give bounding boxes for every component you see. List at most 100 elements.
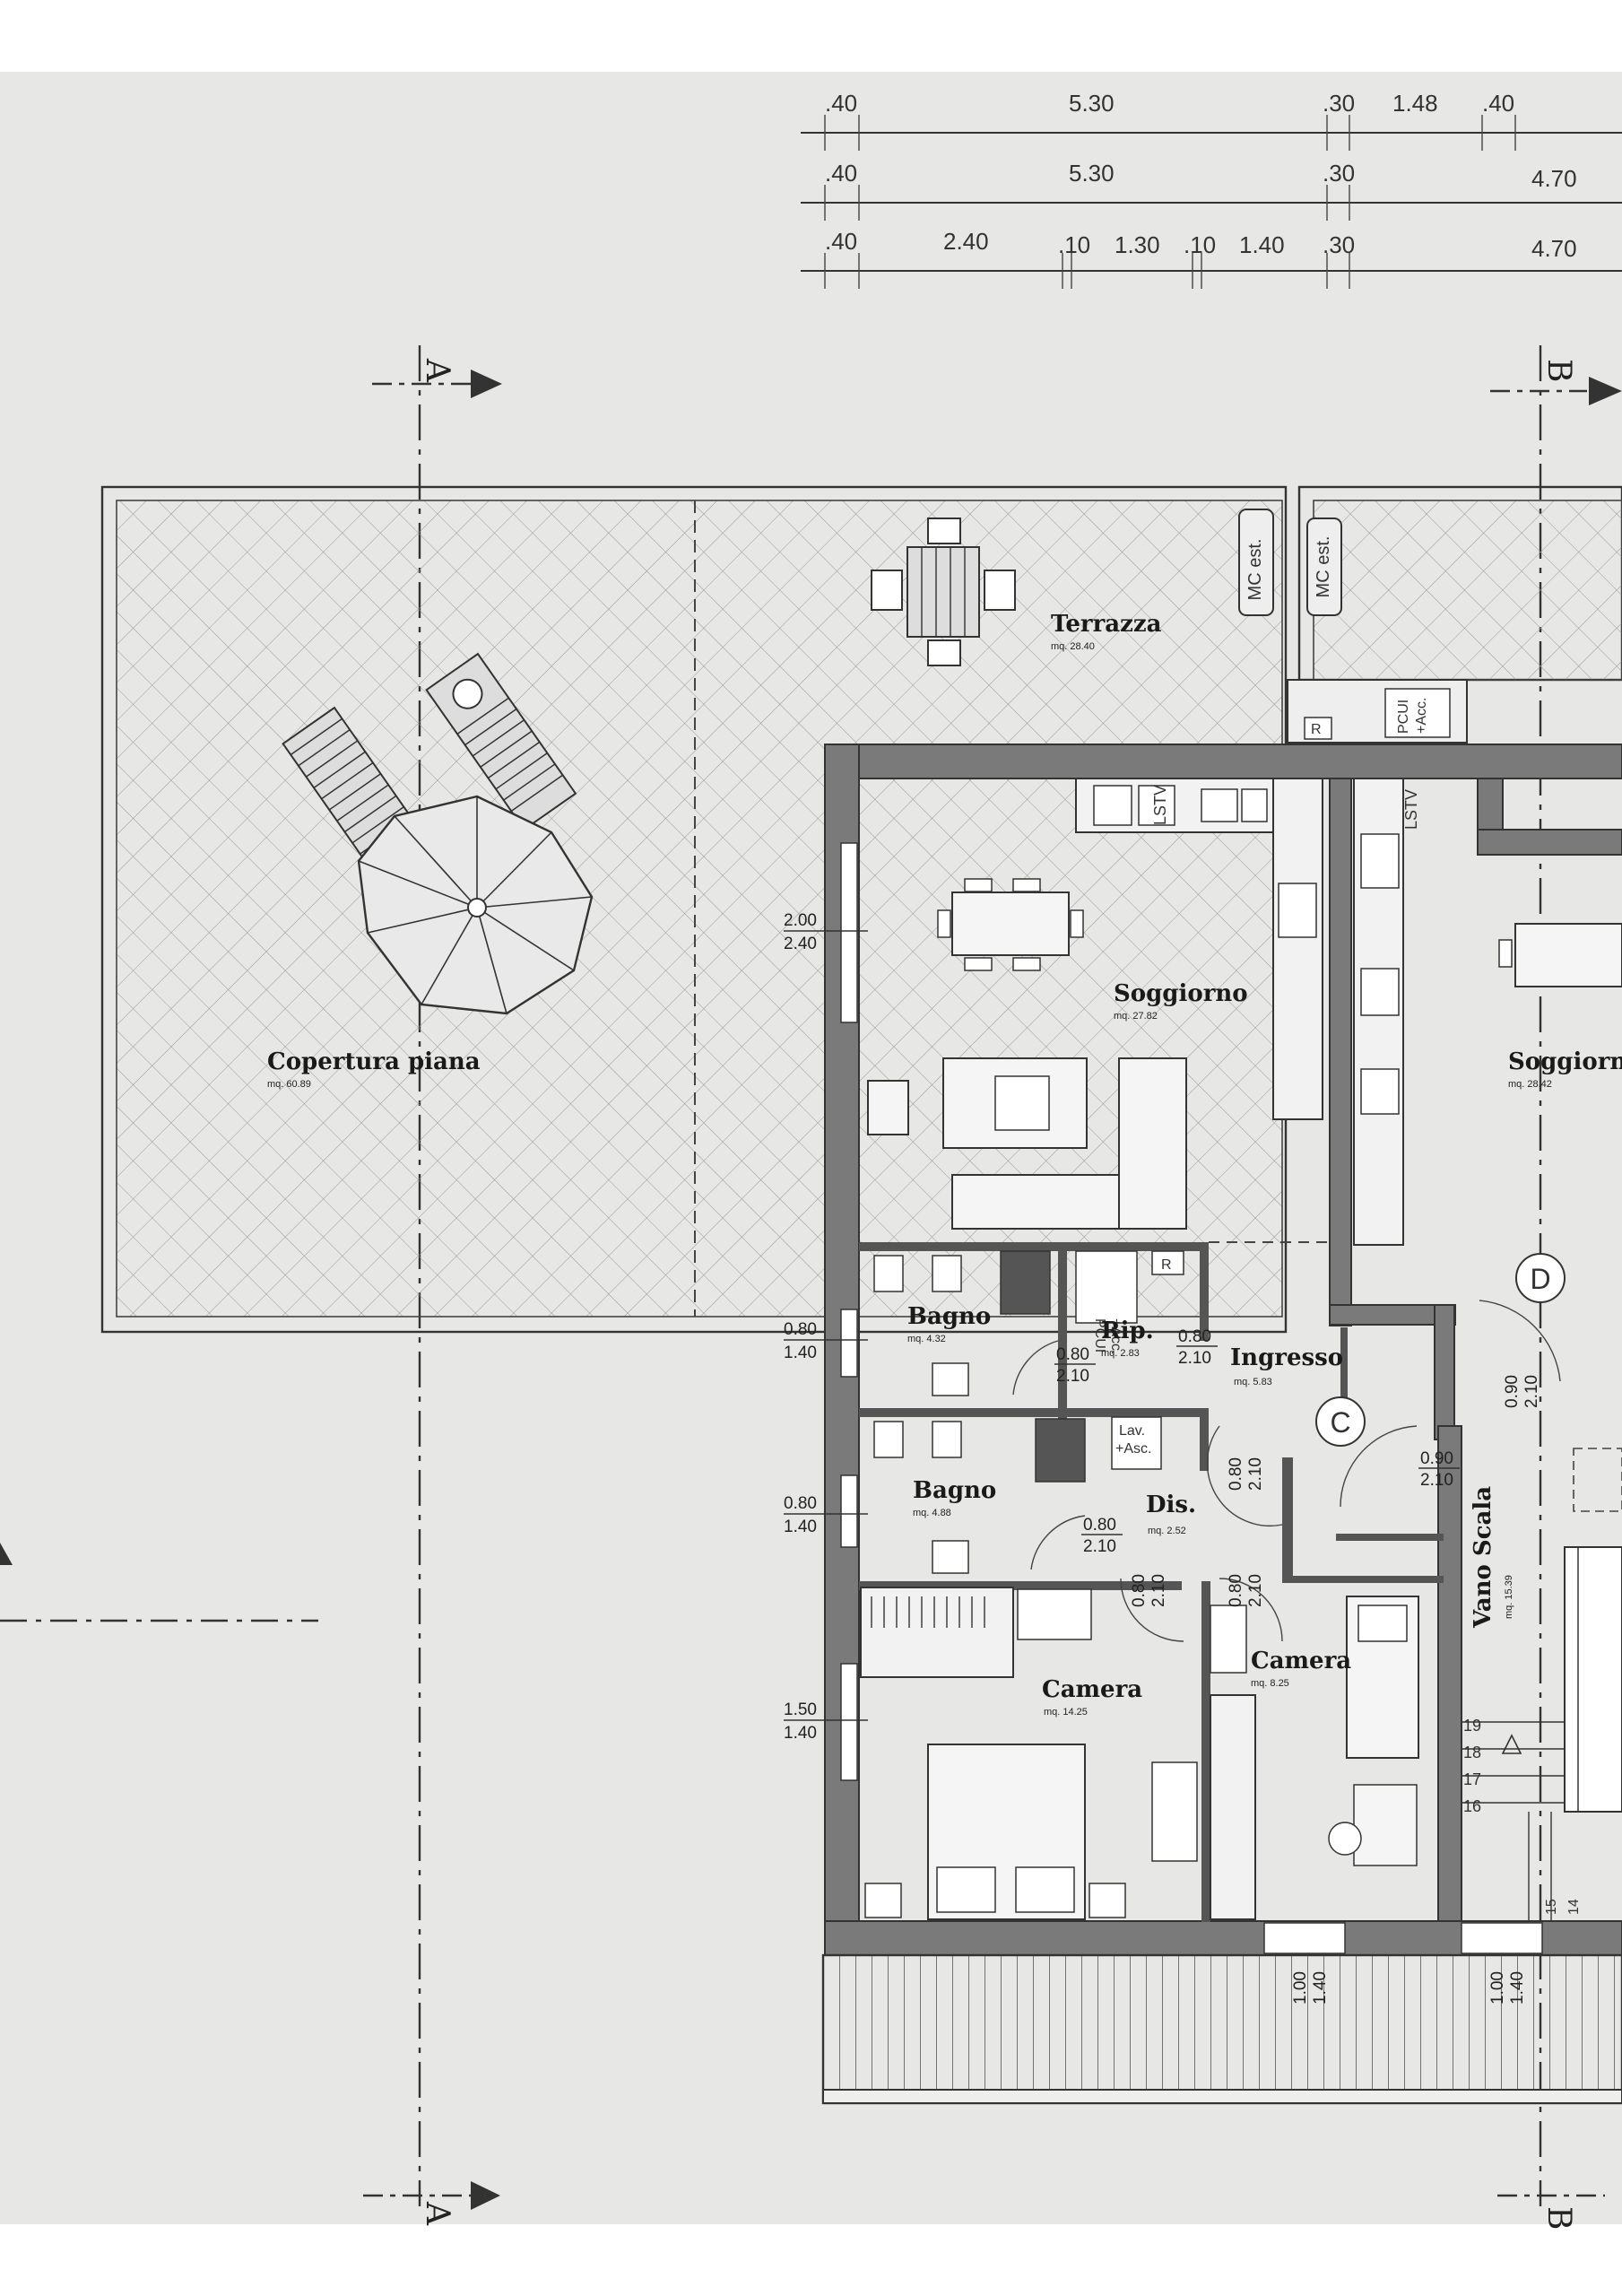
d-vano-top: 0.90 xyxy=(1420,1449,1453,1468)
d-ing-bot: 2.10 xyxy=(1178,1349,1211,1368)
w1-bot: 2.40 xyxy=(784,935,817,953)
dim-r3-c: .10 xyxy=(1058,231,1090,258)
section-a-bottom-label: A xyxy=(419,2201,455,2226)
dining-table-2 xyxy=(1498,923,1622,987)
room-area-ingresso: mq. 5.83 xyxy=(1234,1377,1272,1387)
w2-bot: 1.40 xyxy=(784,1344,817,1362)
room-area-dis: mq. 2.52 xyxy=(1148,1526,1186,1536)
w3-top: 0.80 xyxy=(784,1494,817,1513)
room-area-bagno2: mq. 4.88 xyxy=(913,1508,951,1518)
r-label-2: R xyxy=(1161,1257,1172,1273)
room-name-terrazza: Terrazza xyxy=(1051,611,1162,638)
v-090: 0.90 xyxy=(1503,1375,1522,1408)
room-area-copertura: mq. 60.89 xyxy=(267,1079,311,1090)
mc-est-label-1: MC est. xyxy=(1245,539,1265,601)
mc-est-label-2: MC est. xyxy=(1314,536,1333,598)
room-name-rip: Rip. xyxy=(1101,1318,1154,1344)
dim-r2-d: 4.70 xyxy=(1531,165,1577,192)
room-name-bagno1: Bagno xyxy=(907,1303,991,1330)
room-name-soggiorno1: Soggiorno xyxy=(1114,980,1248,1007)
room-area-soggiorno1: mq. 27.82 xyxy=(1114,1011,1158,1022)
room-area-terrazza: mq. 28.40 xyxy=(1051,641,1095,652)
bedroom-furniture-1 xyxy=(860,1587,1198,1920)
room-area-vano: mq. 15.39 xyxy=(1504,1575,1514,1619)
asc-label: +Asc. xyxy=(1115,1441,1151,1457)
stair-step-16: 16 xyxy=(1463,1797,1481,1815)
w4-bot: 1.40 xyxy=(784,1724,817,1743)
b1-b: 1.40 xyxy=(1311,1971,1330,2005)
umbrella xyxy=(357,795,594,1015)
mc-est-box-1: MC est. xyxy=(1238,509,1274,616)
b2-b: 1.40 xyxy=(1508,1971,1527,2005)
d-dis-top: 0.80 xyxy=(1083,1516,1116,1535)
w4-top: 1.50 xyxy=(784,1700,817,1719)
bathroom-fixtures-2: Lav. +Asc. xyxy=(873,1416,1162,1574)
lstv-label-1: LSTV xyxy=(1151,785,1169,825)
dim-r2-b: 5.30 xyxy=(1069,160,1115,187)
dining-table-1 xyxy=(937,878,1084,971)
pcui-label-2: PCUI xyxy=(1092,1318,1107,1352)
stair-step-15: 15 xyxy=(1544,1899,1559,1915)
room-area-soggiorno2: mq. 28.42 xyxy=(1508,1079,1552,1090)
v-080: 0.80 xyxy=(1227,1457,1245,1491)
dim-r1-b: 5.30 xyxy=(1069,90,1115,117)
dim-r3-f: 1.40 xyxy=(1239,231,1285,258)
stair-step-14: 14 xyxy=(1566,1899,1582,1915)
stair-step-18: 18 xyxy=(1463,1744,1481,1761)
technical-closet: R PCUI +Acc. xyxy=(1287,679,1468,744)
sofa-1 xyxy=(867,1057,1187,1230)
stair-step-19: 19 xyxy=(1463,1717,1481,1735)
v-080c: 0.80 xyxy=(1227,1574,1245,1607)
dim-r3-h: 4.70 xyxy=(1531,235,1577,262)
section-line-left xyxy=(0,1543,318,1622)
closet-pcui-label: PCUI xyxy=(1396,700,1411,734)
v-080b: 0.80 xyxy=(1130,1574,1149,1607)
closet-r-label: R xyxy=(1311,722,1322,737)
unit-d-label: D xyxy=(1530,1263,1550,1295)
outdoor-table xyxy=(871,517,1016,666)
dim-r1-d: 1.48 xyxy=(1392,90,1438,117)
unit-marker-c: C xyxy=(1315,1396,1366,1447)
stairs: 19 18 17 16 15 14 xyxy=(1462,1448,1622,1921)
dim-r3-a: .40 xyxy=(825,228,857,255)
room-area-camera1: mq. 14.25 xyxy=(1044,1707,1088,1718)
stair-step-17: 17 xyxy=(1463,1770,1481,1788)
lav-label: Lav. xyxy=(1119,1423,1145,1439)
section-b-top-label: B xyxy=(1540,359,1577,382)
room-name-soggiorno2: Soggiorno xyxy=(1508,1048,1622,1075)
v-210: 2.10 xyxy=(1522,1375,1541,1408)
dim-r1-a: .40 xyxy=(825,90,857,117)
dim-r3-d: 1.30 xyxy=(1115,231,1160,258)
room-name-dis: Dis. xyxy=(1146,1492,1196,1518)
dim-r1-e: .40 xyxy=(1482,90,1514,117)
lstv-label-2: LSTV xyxy=(1402,789,1420,830)
dim-r3-g: .30 xyxy=(1323,231,1355,258)
acc-label-2: +Acc. xyxy=(1108,1318,1123,1354)
v-210d: 2.10 xyxy=(1246,1574,1265,1607)
w2-top: 0.80 xyxy=(784,1320,817,1339)
dim-r2-c: .30 xyxy=(1323,160,1355,187)
section-a-top-label: A xyxy=(419,358,455,383)
mc-est-box-2: MC est. xyxy=(1306,517,1342,616)
door-swings xyxy=(1012,1300,1561,1642)
section-b-bottom-label: B xyxy=(1540,2206,1577,2230)
room-name-bagno2: Bagno xyxy=(913,1477,996,1504)
b1-a: 1.00 xyxy=(1291,1971,1310,2005)
room-name-vano: Vano Scala xyxy=(1470,1486,1496,1629)
opening-dimensions: 2.00 2.40 0.80 1.40 0.80 1.40 1.50 1.40 … xyxy=(784,911,1541,2005)
kitchen-counter-1: LSTV xyxy=(1075,778,1323,1120)
d-ing-top: 0.80 xyxy=(1178,1327,1211,1346)
dim-r3-b: 2.40 xyxy=(943,228,989,255)
d-vano-bot: 2.10 xyxy=(1420,1471,1453,1490)
room-name-camera2: Camera xyxy=(1251,1648,1351,1674)
closet-acc-label: +Acc. xyxy=(1414,698,1429,734)
d-dis-bot: 2.10 xyxy=(1083,1537,1116,1556)
bottom-balcony xyxy=(821,1953,1622,2105)
dimension-lines: .40 5.30 .30 1.48 .40 .40 5.30 .30 4.70 … xyxy=(801,90,1622,289)
dim-r1-c: .30 xyxy=(1323,90,1355,117)
b2-a: 1.00 xyxy=(1488,1971,1507,2005)
room-area-rip: mq. 2.83 xyxy=(1101,1348,1140,1359)
w3-bot: 1.40 xyxy=(784,1518,817,1536)
